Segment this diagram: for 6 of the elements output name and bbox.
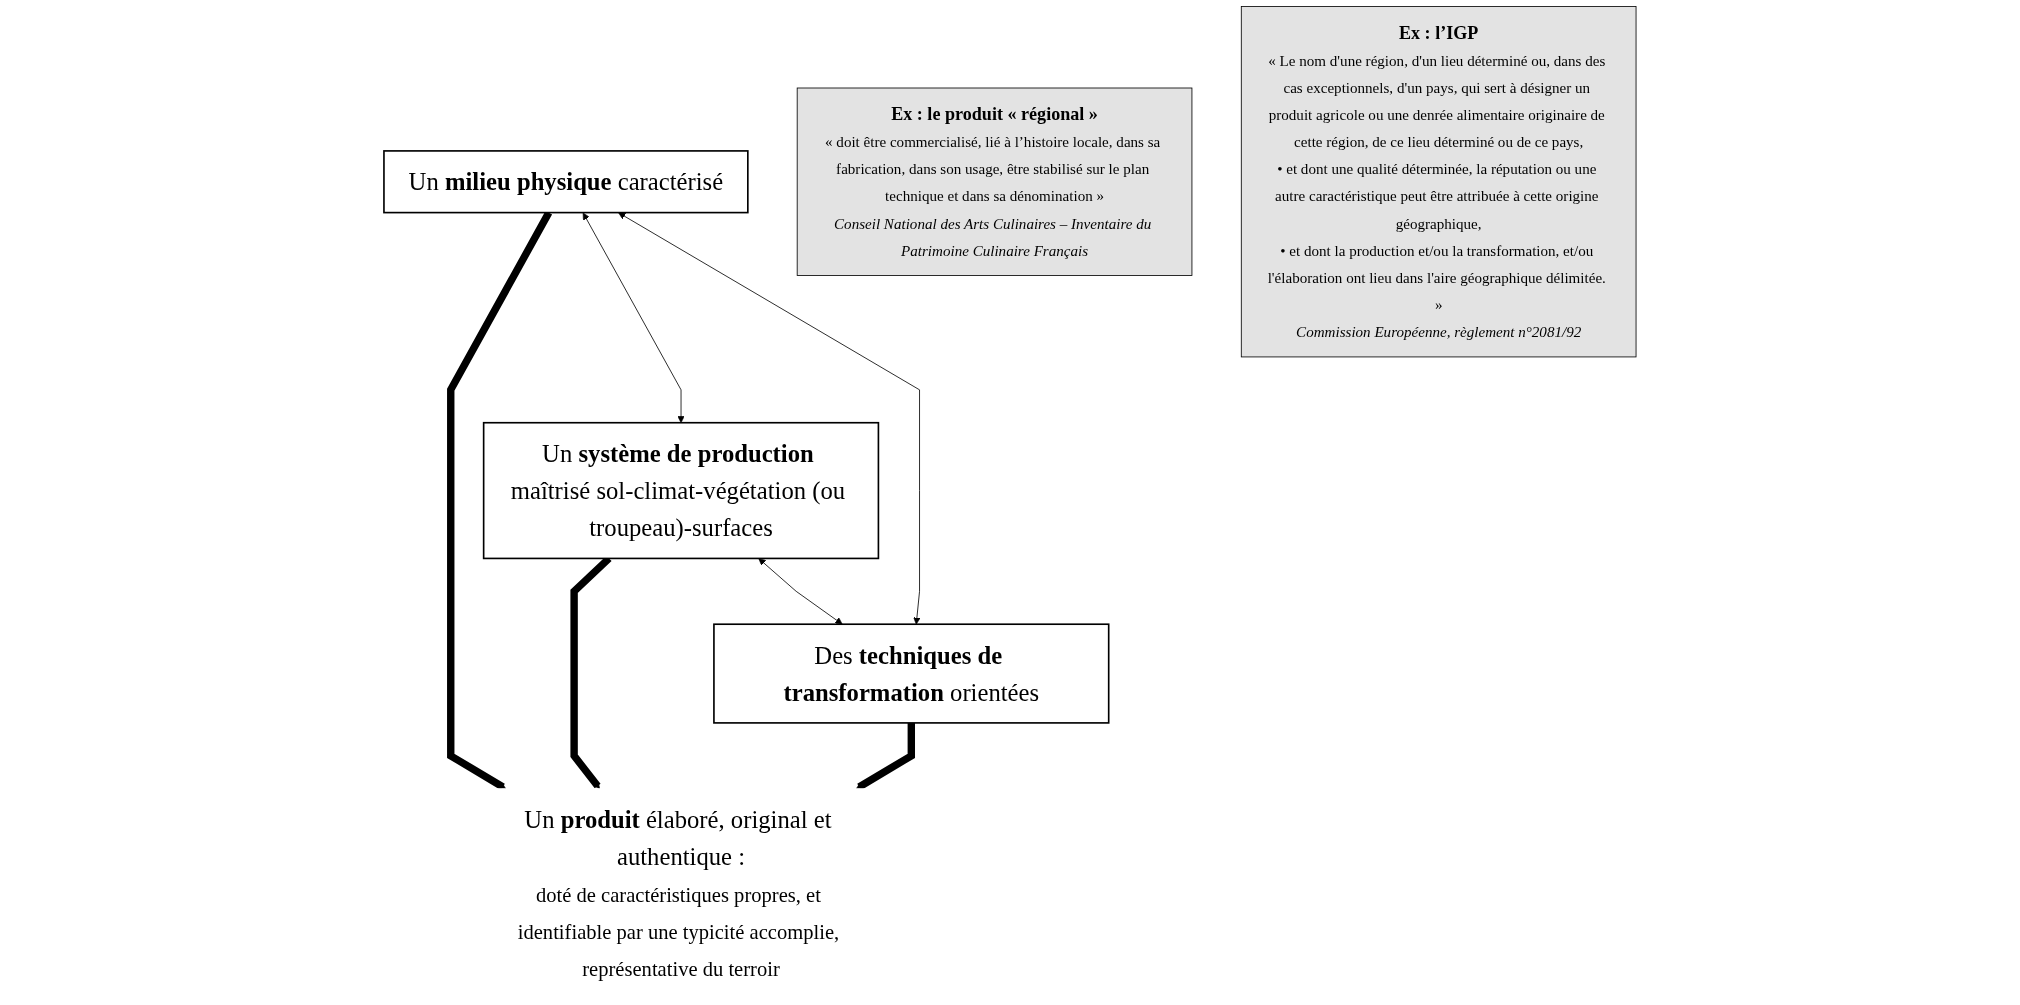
node-text: Un produit élaboré, original et authentique : doté de caractéristiques propres, et identifiable par une typicité accomplie, représentative du terroir (517, 805, 840, 981)
node-box: Un milieu physique caractérisé (383, 150, 749, 214)
node-box: Ex : le produit « régional » « doit être commercialisé, lié à l’histoire locale, dans sa fabrication, dans son usage, être stabilisé sur le plan technique et dans sa dénomination » Conseil National des Arts Culinaires – Inventaire du Patrimoine Culinaire Français (796, 87, 1193, 276)
node-box: Un système de production maîtrisé sol-climat-végétation (ou troupeau)-surfaces (482, 421, 880, 560)
node-box: Des techniques de transformation orientées (713, 623, 1110, 724)
node-box: Ex : l’IGP « Le nom d'une région, d'un lieu déterminé ou, dans des cas exceptionnels, d'un pays, qui sert à désigner un produit agricole ou une denrée alimentaire originaire de cette région, de ce lieu déterminé ou de ce pays, • et dont une qualité déterminée, la réputation ou une autre caractéristique peut être attribuée à cette origine géographique, • et dont la production et/ou la transformation, et/ou l'élaboration ont lieu dans l'aire géographique délimitée. » Commission Européenne, règlement n°2081/92 (1240, 6, 1637, 358)
